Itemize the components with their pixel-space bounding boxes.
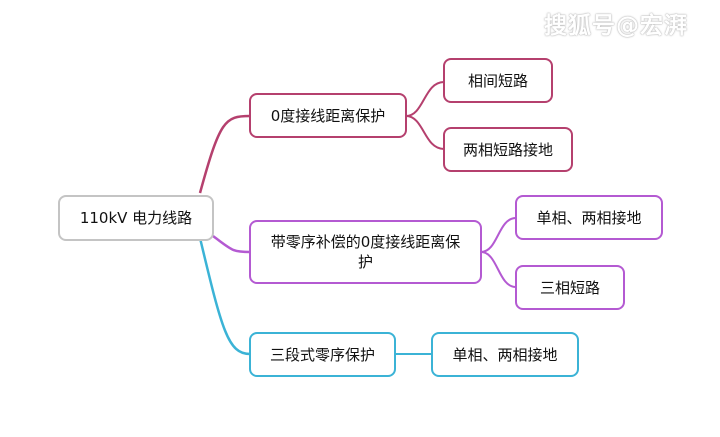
link-branch2-child2	[480, 251, 517, 288]
link-branch1-child1	[405, 81, 445, 117]
root-node[interactable]: 110kV 电力线路	[58, 195, 214, 241]
leaf-node-three-phase-short-circuit[interactable]: 三相短路	[515, 265, 625, 310]
link-branch1-child2	[405, 115, 445, 150]
branch-node-zero-seq-compensated-distance[interactable]: 带零序补偿的0度接线距离保护	[249, 220, 482, 284]
watermark: 搜狐号@宏湃	[544, 13, 688, 39]
leaf-node-single-two-phase-ground-2[interactable]: 单相、两相接地	[431, 332, 579, 377]
leaf-node-phase-short-circuit[interactable]: 相间短路	[443, 58, 553, 103]
link-root-branch1	[198, 114, 251, 194]
branch-node-distance-protection[interactable]: 0度接线距离保护	[249, 93, 407, 138]
leaf-node-two-phase-ground[interactable]: 两相短路接地	[443, 127, 573, 172]
link-root-branch3	[198, 237, 251, 356]
link-root-branch2	[212, 234, 251, 254]
link-branch2-child1	[480, 217, 517, 253]
branch-node-three-stage-zero-seq[interactable]: 三段式零序保护	[249, 332, 396, 377]
leaf-node-single-two-phase-ground-1[interactable]: 单相、两相接地	[515, 195, 663, 240]
